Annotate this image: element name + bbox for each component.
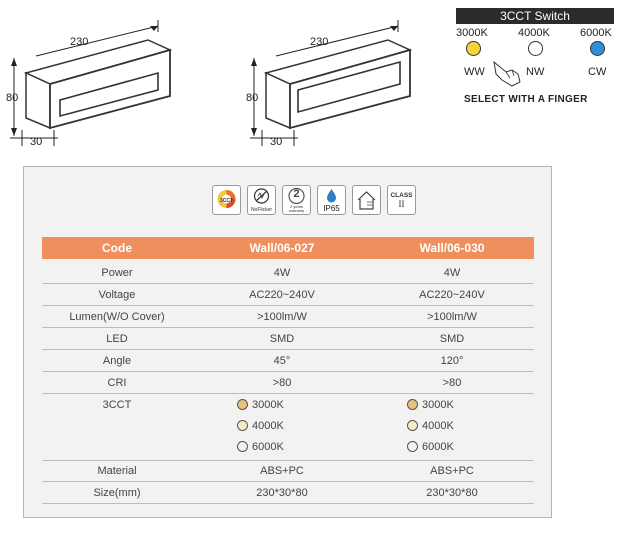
table-row: CRI >80 >80 — [42, 373, 534, 394]
noflicker-badge: NoFlicker — [247, 185, 276, 215]
warranty-badge: 2 2 years warranty — [282, 185, 311, 215]
row-value-2: SMD — [439, 333, 465, 345]
cct-badge-label: 3CCT — [219, 198, 234, 204]
ip65-label: IP65 — [323, 204, 340, 213]
class-number: II — [398, 199, 405, 209]
row-label: CRI — [107, 377, 127, 389]
table-header: Code Wall/06-027 Wall/06-030 — [42, 237, 534, 259]
row-value-1: SMD — [269, 333, 295, 345]
row-value-2: 230*30*80 — [426, 487, 478, 499]
row-label: Lumen(W/O Cover) — [69, 311, 165, 323]
cct-color-wheel-icon — [217, 190, 236, 208]
row-label: Material — [97, 465, 137, 477]
table-row: Angle 45° 120° — [42, 351, 534, 372]
row-value-2: AC220~240V — [419, 289, 485, 301]
row-label: LED — [106, 333, 128, 345]
table-row: Power 4W 4W — [42, 263, 534, 284]
switch-caption: SELECT WITH A FINGER — [464, 94, 588, 105]
row-label: Angle — [102, 355, 132, 367]
lamp-outline-1 — [10, 20, 173, 146]
technical-drawing-2: 230 80 30 — [246, 18, 428, 148]
row-value-2: >80 — [442, 377, 462, 389]
switch-code-cw: CW — [588, 66, 607, 78]
finger-icon — [493, 60, 521, 87]
width-dimension: 230 — [310, 36, 329, 48]
noflicker-label: NoFlicker — [250, 207, 273, 213]
cct-temp: 6000K — [422, 441, 454, 453]
cct-switch-legend: 3CCT Switch 3000K 4000K 6000K WW NW CW S… — [456, 8, 616, 108]
row-value-1: 230*30*80 — [256, 487, 308, 499]
depth-dimension: 30 — [270, 136, 283, 148]
cct-temp: 4000K — [422, 420, 454, 432]
switch-code-ww: WW — [464, 66, 485, 78]
class-label: CLASS — [390, 192, 413, 199]
switch-temp-6000k: 6000K — [580, 27, 612, 39]
house-icon — [357, 191, 376, 210]
table-row: Size(mm) 230*30*80 230*30*80 — [42, 483, 534, 504]
width-dimension: 230 — [70, 36, 89, 48]
row-value-1: 45° — [273, 355, 291, 367]
spec-panel: 3CCT NoFlicker 2 2 years warranty IP65 — [23, 166, 552, 518]
cct-temp: 3000K — [422, 399, 454, 411]
cct-option-2-4000k: 4000K — [407, 420, 454, 432]
ip65-badge: IP65 — [317, 185, 346, 215]
cct-option-2-3000k: 3000K — [407, 399, 454, 411]
row-value-1: ABS+PC — [260, 465, 304, 477]
row-label: Power — [101, 267, 133, 279]
cct-temp: 3000K — [252, 399, 284, 411]
switch-dot-cw — [590, 41, 605, 56]
lamp-outline-2 — [250, 20, 413, 146]
switch-dot-nw — [528, 41, 543, 56]
cct-badge: 3CCT — [212, 185, 241, 215]
warranty-label: 2 years warranty — [288, 204, 305, 213]
cct-temp: 4000K — [252, 420, 284, 432]
cct-dot-6000k — [407, 441, 418, 452]
row-value-2: >100lm/W — [427, 311, 477, 323]
row-value-2: ABS+PC — [430, 465, 474, 477]
cct-option-2-6000k: 6000K — [407, 441, 454, 453]
switch-code-nw: NW — [526, 66, 545, 78]
switch-temp-4000k: 4000K — [518, 27, 550, 39]
row-value-1: AC220~240V — [249, 289, 315, 301]
header-model-2: Wall/06-030 — [419, 241, 485, 255]
header-code: Code — [102, 241, 132, 255]
row-value-2: 4W — [443, 267, 461, 279]
cct-dot-3000k — [407, 399, 418, 410]
cct-dot-4000k — [407, 420, 418, 431]
height-dimension: 80 — [6, 92, 19, 104]
cct-option-1-4000k: 4000K — [237, 420, 284, 432]
switch-title: 3CCT Switch — [456, 8, 614, 24]
noflicker-icon — [253, 188, 270, 204]
row-label: Size(mm) — [93, 487, 141, 499]
technical-drawing-1: 230 80 30 — [6, 18, 188, 148]
row-value-1: >80 — [272, 377, 292, 389]
row-label: 3CCT — [102, 399, 132, 411]
row-label: Voltage — [98, 289, 136, 301]
table-row: Voltage AC220~240V AC220~240V — [42, 285, 534, 306]
header-model-1: Wall/06-027 — [249, 241, 315, 255]
table-row: LED SMD SMD — [42, 329, 534, 350]
switch-dot-ww — [466, 41, 481, 56]
feature-badges: 3CCT NoFlicker 2 2 years warranty IP65 — [212, 185, 416, 217]
cct-option-1-3000k: 3000K — [237, 399, 284, 411]
cct-dot-3000k — [237, 399, 248, 410]
warranty-icon — [288, 187, 305, 205]
table-row: Material ABS+PC ABS+PC — [42, 461, 534, 482]
warranty-number: 2 — [293, 188, 300, 200]
cct-option-1-6000k: 6000K — [237, 441, 284, 453]
cct-dot-4000k — [237, 420, 248, 431]
table-row: Lumen(W/O Cover) >100lm/W >100lm/W — [42, 307, 534, 328]
depth-dimension: 30 — [30, 136, 43, 148]
water-drop-icon — [327, 189, 336, 203]
cct-dot-6000k — [237, 441, 248, 452]
class-ii-badge: CLASS II — [387, 185, 416, 215]
row-value-1: 4W — [273, 267, 291, 279]
row-value-2: 120° — [440, 355, 464, 367]
indoor-badge — [352, 185, 381, 215]
row-value-1: >100lm/W — [257, 311, 307, 323]
cct-temp: 6000K — [252, 441, 284, 453]
height-dimension: 80 — [246, 92, 259, 104]
switch-temp-3000k: 3000K — [456, 27, 488, 39]
table-row-cct: 3CCT 3000K 4000K 6000K 3000K 4000K 6000K — [42, 395, 534, 461]
